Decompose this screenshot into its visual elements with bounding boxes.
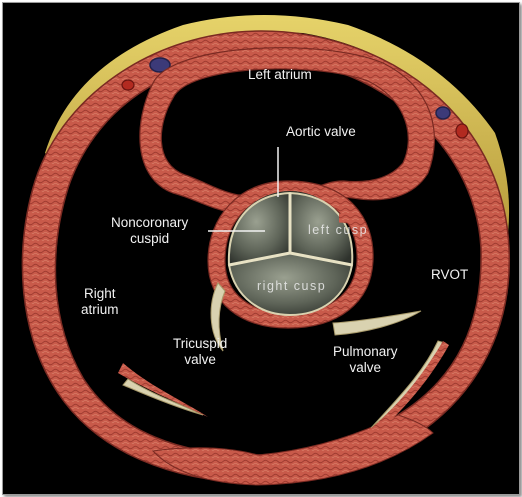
- ventricular-wall-spur: [118, 363, 208, 417]
- coronary-vein-right: [435, 106, 451, 120]
- coronary-vein-left: [149, 57, 171, 73]
- label-right-atrium-line2: atrium: [81, 302, 119, 317]
- label-left-cusp: left cusp: [308, 223, 369, 237]
- inferior-wall: [151, 414, 434, 486]
- label-right-atrium: Right atrium: [81, 286, 119, 318]
- label-right-cusp: right cusp: [257, 279, 327, 293]
- pulmonary-wall-spur: [363, 341, 449, 435]
- label-rvot: RVOT: [431, 267, 469, 282]
- label-right-atrium-line1: Right: [84, 286, 116, 301]
- coronary-artery-right: [455, 123, 469, 139]
- tricuspid-leaflet-upper: [210, 282, 226, 352]
- label-noncoronary-cuspid: Noncoronary cuspid: [111, 215, 188, 247]
- tricuspid-leaflet-lower: [122, 378, 204, 416]
- label-tricuspid-line1: Tricuspid: [173, 336, 228, 351]
- label-pulmonary-line2: valve: [349, 360, 382, 375]
- label-tricuspid-valve: Tricuspid valve: [173, 336, 227, 368]
- label-pulmonary-valve: Pulmonary valve: [333, 344, 398, 376]
- label-left-atrium: Left atrium: [248, 67, 312, 82]
- aortic-valve-cusps: [227, 191, 366, 317]
- label-aortic-valve: Aortic valve: [286, 124, 356, 139]
- rvot-leaflet: [332, 310, 422, 336]
- label-pulmonary-line1: Pulmonary: [333, 344, 398, 359]
- label-tricuspid-line2: valve: [184, 352, 216, 367]
- label-noncoronary-line2: cuspid: [130, 231, 170, 246]
- atrial-septum-wall: [139, 47, 435, 214]
- heart-cross-section-diagram: [21, 15, 510, 486]
- label-noncoronary-line1: Noncoronary: [111, 215, 189, 230]
- coronary-artery-left: [121, 79, 135, 91]
